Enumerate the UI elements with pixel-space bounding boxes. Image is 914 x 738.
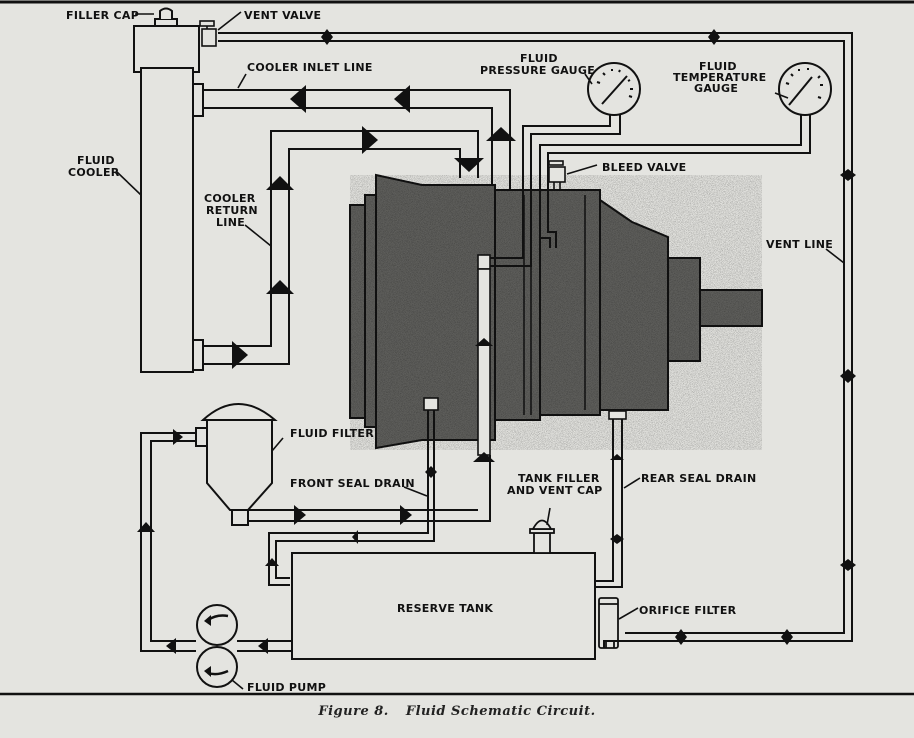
vent-flow-marker — [781, 629, 793, 645]
figure-caption: Figure 8. Fluid Schematic Circuit. — [0, 704, 914, 719]
vent-flow-marker — [321, 29, 333, 45]
fluid-pressure-gauge — [587, 62, 641, 116]
label-reserve-tank: RESERVE TANK — [397, 602, 493, 615]
inlet-flow-arrow — [394, 85, 410, 113]
fluid-filter — [195, 403, 278, 526]
orifice-filter — [598, 597, 619, 649]
front-drain-flow-marker — [352, 530, 358, 544]
internal-drain-tube — [477, 254, 491, 456]
figure-title: Fluid Schematic Circuit. — [405, 704, 596, 719]
vent-line-flow-markers — [321, 29, 856, 645]
rear-drain-flow-marker — [610, 534, 624, 544]
transmission-housing — [349, 173, 763, 450]
pump-flow-arrow — [137, 522, 155, 532]
label-cooler-return-line2: RETURN — [206, 204, 258, 217]
label-vent-valve: VENT VALVE — [244, 9, 321, 22]
front-drain-flow-marker — [265, 558, 279, 566]
label-fluid-temperature-gauge-line2: TEMPERATURE — [673, 71, 766, 84]
label-cooler-return-line1: COOLER — [204, 192, 256, 205]
return-flow-arrow — [454, 158, 484, 172]
vent-valve — [199, 20, 217, 47]
internal-flow-arrow — [473, 452, 495, 462]
label-rear-seal-drain: REAR SEAL DRAIN — [641, 472, 757, 485]
return-flow-arrow — [266, 176, 294, 190]
vent-flow-marker — [675, 629, 687, 645]
pump-flow-arrow — [258, 638, 268, 654]
pump-flow-arrow — [166, 638, 176, 654]
return-flow-arrow — [266, 280, 294, 294]
label-cooler-return-line3: LINE — [216, 216, 245, 229]
label-fluid-cooler-line2: COOLER — [68, 166, 120, 179]
pump-to-filter-line — [140, 432, 196, 652]
filter-flow-arrow — [400, 505, 412, 525]
vent-flow-marker — [840, 559, 856, 571]
leader-lines — [116, 11, 845, 690]
vent-flow-marker — [840, 369, 856, 383]
vent-line — [218, 32, 853, 642]
label-tank-filler-line1: TANK FILLER — [518, 472, 600, 485]
bleed-valve — [548, 160, 566, 191]
label-fluid-temperature-gauge-line1: FLUID — [699, 60, 737, 73]
temperature-gauge-line — [539, 115, 811, 248]
filter-flow-arrow — [294, 505, 306, 525]
internal-flow-arrow — [475, 338, 493, 346]
label-orifice-filter: ORIFICE FILTER — [639, 604, 737, 617]
label-tank-filler-line2: AND VENT CAP — [507, 484, 603, 497]
fluid-cooler — [133, 25, 204, 373]
fluid-pump — [196, 604, 238, 688]
inlet-flow-arrow — [290, 85, 306, 113]
return-flow-arrow — [232, 341, 248, 369]
label-fluid-temperature-gauge-line3: GAUGE — [694, 82, 738, 95]
label-fluid-pressure-gauge-line1: FLUID — [520, 52, 558, 65]
reserve-tank — [291, 552, 596, 660]
vent-flow-marker — [840, 169, 856, 181]
fluid-temperature-gauge — [778, 62, 832, 116]
label-bleed-valve: BLEED VALVE — [602, 161, 686, 174]
tank-filler-vent-cap — [529, 519, 555, 554]
label-fluid-cooler-line1: FLUID — [77, 154, 115, 167]
figure-number: Figure 8. — [318, 704, 389, 719]
rear-drain-flow-marker — [610, 454, 624, 460]
label-filler-cap: FILLER CAP — [66, 9, 139, 22]
label-fluid-pump: FLUID PUMP — [247, 681, 326, 694]
label-fluid-pressure-gauge-line2: PRESSURE GAUGE — [480, 64, 595, 77]
rear-seal-drain — [595, 410, 627, 588]
vent-flow-marker — [708, 29, 720, 45]
label-vent-line: VENT LINE — [766, 238, 833, 251]
inlet-flow-arrow — [486, 127, 516, 141]
filter-outlet-line — [248, 455, 491, 522]
return-flow-arrow — [362, 126, 378, 154]
label-fluid-filter: FLUID FILTER — [290, 427, 374, 440]
label-cooler-inlet-line: COOLER INLET LINE — [247, 61, 373, 74]
pressure-gauge-line — [490, 115, 621, 267]
front-seal-drain — [268, 397, 439, 586]
front-drain-flow-marker — [425, 466, 437, 478]
pump-flow-arrow — [173, 429, 183, 445]
label-front-seal-drain: FRONT SEAL DRAIN — [290, 477, 415, 490]
filler-cap — [154, 7, 178, 27]
